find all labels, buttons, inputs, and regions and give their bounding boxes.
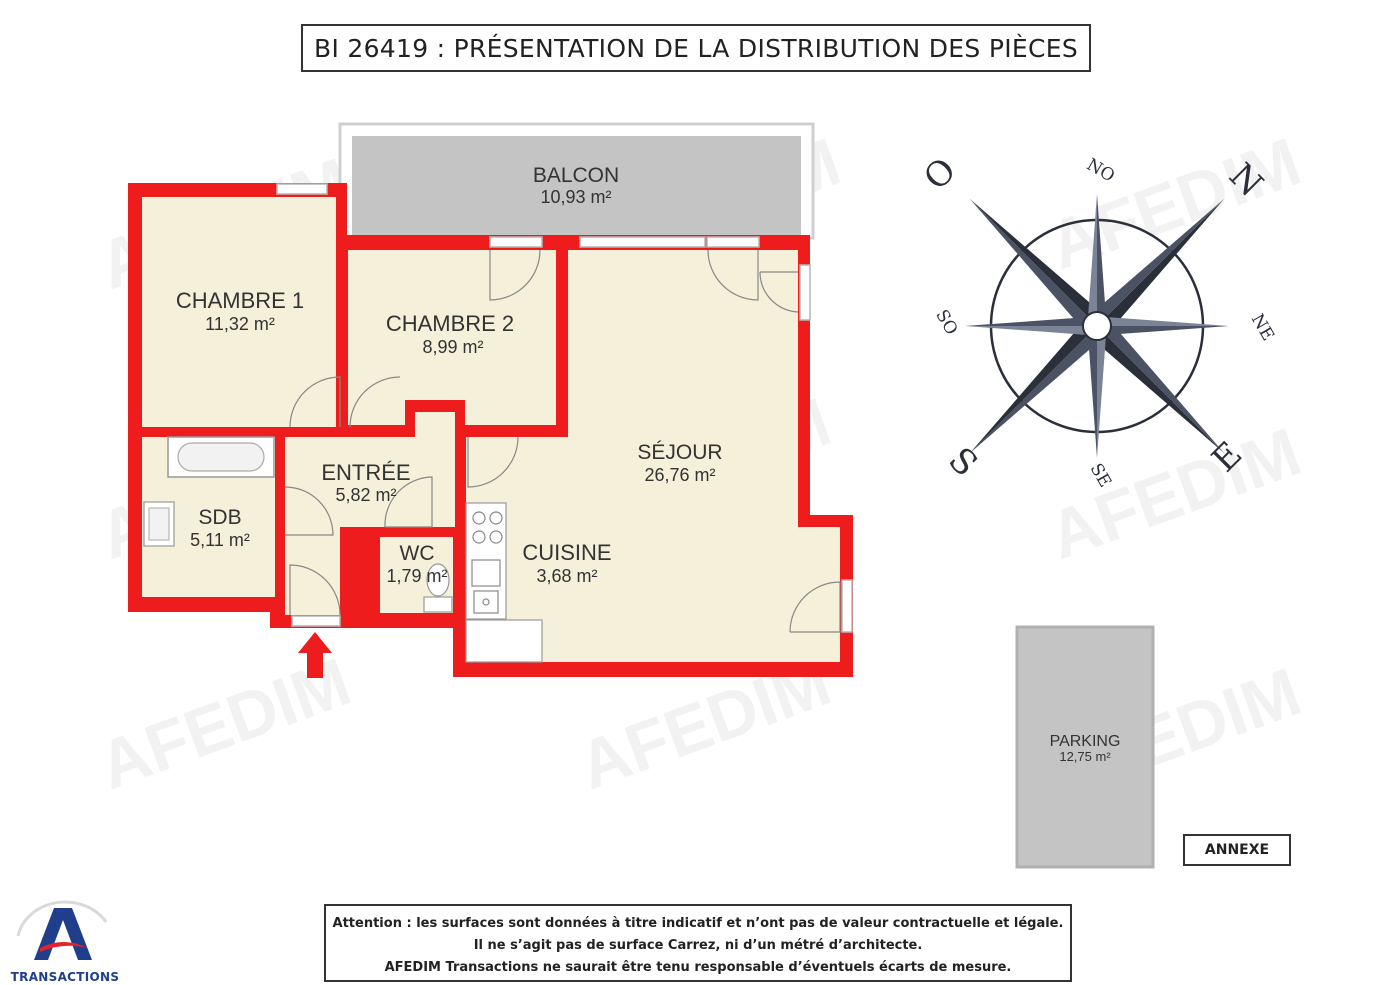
entree-top: [415, 410, 455, 440]
parking-area: 12,75 m²: [1059, 749, 1111, 764]
sdb-area: 5,11 m²: [190, 530, 250, 550]
windows: [276, 183, 853, 633]
cuisine-area: 3,68 m²: [536, 566, 597, 586]
compass-o: O: [916, 150, 964, 198]
chambre2-area: 8,99 m²: [422, 337, 483, 357]
entree-name: ENTRÉE: [321, 460, 410, 485]
balcon-area: 10,93 m²: [540, 187, 611, 207]
sejour-floor: [466, 250, 840, 662]
parking: PARKING 12,75 m²: [1015, 625, 1155, 869]
disclaimer-line-2: Il ne s’agit pas de surface Carrez, ni d…: [473, 938, 923, 953]
stove-icon: [472, 511, 503, 544]
wc-area: 1,79 m²: [386, 566, 447, 586]
chambre1-floor: [142, 197, 336, 427]
sejour-name: SÉJOUR: [637, 441, 722, 464]
disclaimer-line-1: Attention : les surfaces sont données à …: [332, 916, 1064, 931]
room-labels: BALCON 10,93 m² CHAMBRE 1 11,32 m² CHAMB…: [176, 164, 723, 586]
entree-floor: [285, 437, 460, 527]
floors: [142, 197, 840, 662]
disclaimer-line-3: AFEDIM Transactions ne saurait être tenu…: [384, 960, 1012, 975]
chambre2-floor: [348, 250, 556, 425]
kitchen-counter: [465, 502, 543, 663]
page-title: BI 26419 : PRÉSENTATION DE LA DISTRIBUTI…: [301, 24, 1091, 72]
toilet-icon: [423, 563, 453, 613]
watermark: AFEDIM: [1039, 414, 1310, 575]
logo-icon: [16, 900, 108, 960]
entree-corridor: [285, 527, 340, 615]
doors: [284, 249, 841, 633]
bathtub-icon: [167, 436, 275, 478]
chambre1-name: CHAMBRE 1: [176, 288, 304, 313]
entrance-arrow-icon: [298, 632, 332, 678]
compass-rose-icon: [965, 194, 1229, 458]
compass-s: S: [940, 440, 985, 485]
balcon-name: BALCON: [533, 164, 619, 187]
logo-text: TRANSACTIONS: [10, 970, 120, 984]
watermark: AFEDIM: [1039, 124, 1310, 285]
compass-ne: NE: [1247, 311, 1278, 345]
cuisine-name: CUISINE: [522, 540, 611, 565]
parking-name: PARKING: [1050, 733, 1121, 750]
entree-area: 5,82 m²: [335, 485, 396, 505]
afedim-logo: TRANSACTIONS: [10, 892, 120, 985]
disclaimer-box: Attention : les surfaces sont données à …: [324, 904, 1072, 982]
inner-walls: [128, 235, 568, 677]
compass-no: NO: [1083, 155, 1118, 187]
annexe-label: ANNEXE: [1183, 834, 1291, 866]
balcony-area: [352, 136, 801, 236]
chambre1-area: 11,32 m²: [205, 314, 275, 334]
kitchen-sink-icon: [471, 559, 501, 614]
wc-name: WC: [400, 542, 435, 565]
sink-icon: [143, 501, 175, 547]
sejour-area: 26,76 m²: [644, 465, 715, 485]
sdb-name: SDB: [198, 506, 241, 529]
compass-so: SO: [931, 306, 961, 338]
chambre2-name: CHAMBRE 2: [386, 311, 514, 336]
